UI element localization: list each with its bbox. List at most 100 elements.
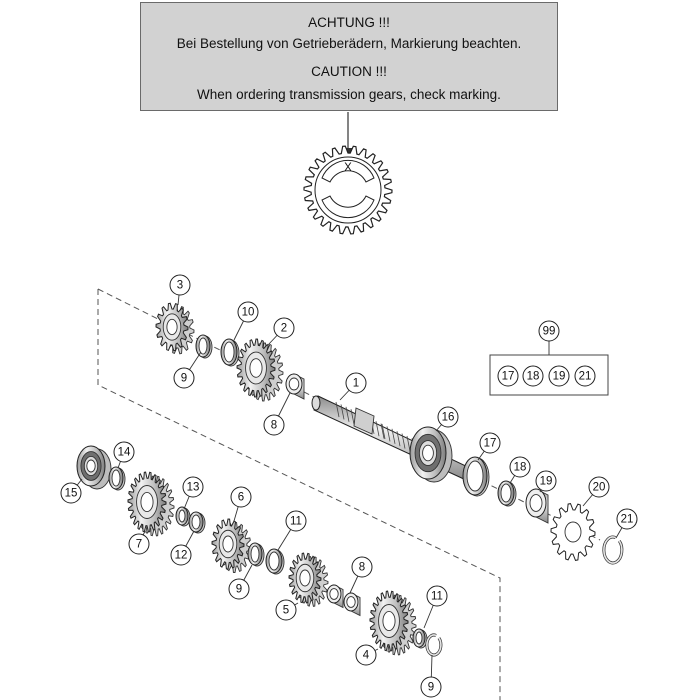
callout-2-circle (273, 317, 295, 339)
washer-12-hole (191, 514, 201, 530)
callout-17-circle (479, 432, 501, 454)
kit-item-21: 21 (574, 365, 596, 387)
callout-15-circle (60, 482, 82, 504)
marked-gear-window-bottom (321, 195, 375, 219)
callout-17-label: 17 (484, 438, 497, 450)
callout-7-label: 7 (136, 539, 142, 551)
kit-item-19: 19 (548, 365, 570, 387)
notice-german-text: Bei Bestellung von Getrieberädern, Marki… (176, 36, 522, 51)
main-shaft-spline-line (396, 431, 401, 447)
callout-1: 1 (345, 372, 367, 394)
callout-12-circle (170, 544, 192, 566)
main-shaft-spline-line (345, 406, 350, 422)
washer-11-lower (412, 628, 428, 649)
callout-4-label: 4 (363, 650, 370, 662)
washer-11-lower-hole (415, 631, 423, 645)
gear-4 (369, 590, 417, 656)
washer-14-hole (111, 469, 121, 487)
callout-5-circle (275, 599, 297, 621)
kit-item-17-circle (497, 365, 519, 387)
callout-12: 12 (170, 544, 192, 566)
kit-item-19-label: 19 (553, 371, 566, 383)
callout-14: 14 (113, 441, 135, 463)
callout-7-circle (128, 533, 150, 555)
gear-7 (127, 471, 175, 537)
callout-11b-label: 11 (431, 591, 443, 603)
callout-21-label: 21 (621, 514, 634, 526)
callout-18-circle (509, 456, 531, 478)
gear-6 (211, 518, 252, 573)
callout-6-circle (230, 486, 252, 508)
main-shaft-spline-line (391, 428, 396, 444)
bushing-8-upper-bore (288, 377, 300, 391)
washer-18 (497, 480, 517, 507)
callout-18-label: 18 (514, 462, 527, 474)
callout-12-label: 12 (175, 550, 188, 562)
main-shaft-spline-line (340, 404, 345, 420)
bearing-15-bore (86, 459, 96, 473)
washer-14 (108, 466, 126, 491)
kit-item-21-circle (574, 365, 596, 387)
gear-2 (236, 338, 284, 402)
callout-2-label: 2 (281, 323, 287, 335)
notice-german-heading: ACHTUNG !!! (308, 15, 390, 30)
callout-11b-circle (426, 585, 448, 607)
callout-18: 18 (509, 456, 531, 478)
callout-11b: 11 (426, 585, 448, 607)
callout-99-circle (538, 320, 560, 342)
main-shaft-end (311, 395, 321, 411)
callout-10-circle (237, 301, 259, 323)
gear-5 (288, 552, 329, 607)
thrust-washer-10-hole (223, 341, 235, 363)
assembly-outline (97, 289, 501, 700)
callout-19-label: 19 (540, 476, 553, 488)
washer-12 (188, 511, 206, 534)
callout-9b: 9 (228, 578, 250, 600)
seal-ring-17 (462, 456, 490, 497)
main-shaft-spline-line (386, 426, 391, 442)
kit-item-18-circle (522, 365, 544, 387)
kit-item-21-label: 21 (579, 371, 592, 383)
callout-5: 5 (275, 599, 297, 621)
callout-2: 2 (273, 317, 295, 339)
callout-16: 16 (437, 406, 459, 428)
callout-11a-circle (285, 510, 307, 532)
bearing-16-bore (422, 444, 434, 462)
kit-item-19-circle (548, 365, 570, 387)
washer-9-middle (247, 542, 265, 567)
bearing-15 (76, 445, 112, 490)
marked-gear-example (303, 145, 393, 235)
callout-6: 6 (230, 486, 252, 508)
callout-11a-label: 11 (290, 516, 302, 528)
parts-layer (76, 302, 624, 657)
gear-3 (155, 302, 195, 355)
kit-item-17-label: 17 (502, 371, 515, 383)
gear-3-bore (166, 318, 178, 336)
circlip-9-lower-clip-highlight (426, 634, 442, 656)
spacer-bushing-19-bore (529, 494, 543, 512)
kit-item-18: 18 (522, 365, 544, 387)
callout-1-label: 1 (353, 378, 359, 390)
callout-3-circle (169, 274, 191, 296)
callout-8a: 8 (263, 414, 285, 436)
callout-16-circle (437, 406, 459, 428)
main-shaft-spline-line (380, 423, 385, 439)
washer-9-middle-hole (250, 545, 260, 563)
main-shaft-spline-line (375, 421, 380, 437)
callout-9b-circle (228, 578, 250, 600)
main-shaft-spline-line (401, 433, 406, 449)
callout-5-label: 5 (283, 605, 289, 617)
main-shaft-spline-line (406, 435, 411, 452)
callout-15: 15 (60, 482, 82, 504)
main-shaft-collar (353, 407, 375, 435)
callout-3-label: 3 (177, 280, 183, 292)
thrust-washer-10 (220, 338, 240, 367)
main-shaft-spline-line (381, 423, 386, 440)
washer-13 (175, 506, 191, 527)
callout-16-label: 16 (442, 412, 455, 424)
callout-10-label: 10 (242, 307, 255, 319)
bushing-8-lower-b-bore (346, 596, 356, 608)
callout-9b-label: 9 (236, 584, 242, 596)
